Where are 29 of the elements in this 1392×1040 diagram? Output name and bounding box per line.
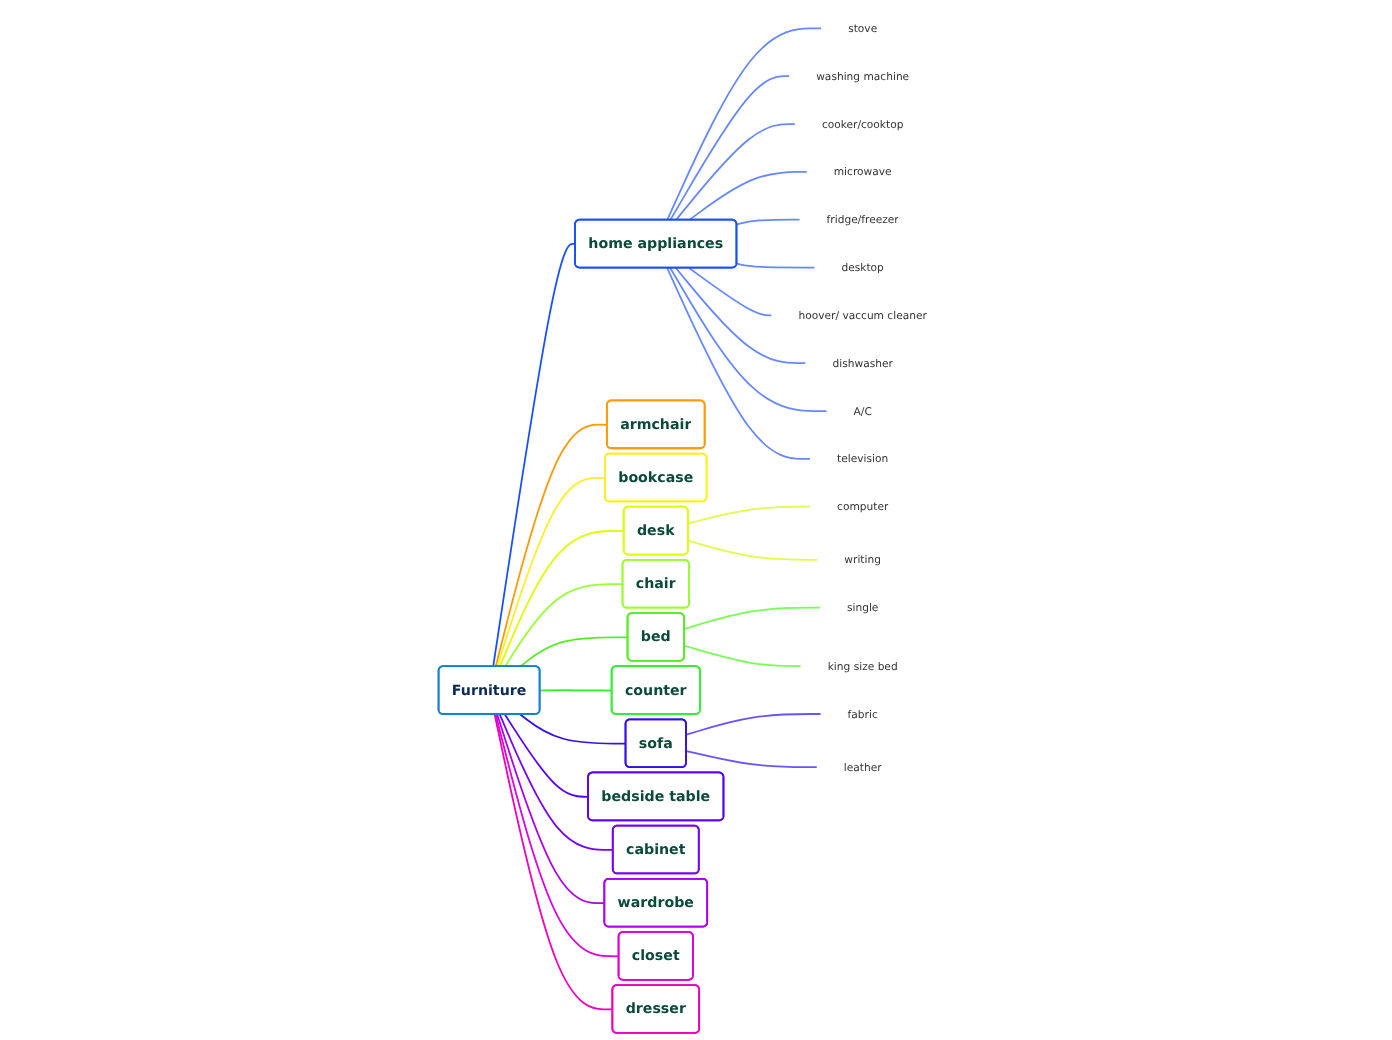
connector	[519, 713, 627, 745]
connector	[666, 267, 812, 460]
connector	[675, 267, 807, 365]
connector	[496, 713, 606, 904]
connector	[498, 530, 625, 668]
connector	[666, 27, 823, 222]
connector	[504, 583, 624, 668]
connector	[493, 713, 614, 1011]
connector	[688, 267, 773, 317]
connector	[519, 636, 629, 668]
connector	[687, 505, 812, 525]
connector	[669, 267, 828, 412]
connector	[494, 423, 609, 668]
connector	[685, 750, 819, 769]
connector	[688, 170, 809, 222]
connector	[494, 713, 620, 958]
connector	[504, 713, 590, 798]
connector	[496, 476, 607, 668]
connector	[669, 75, 791, 222]
connector	[736, 262, 816, 269]
connector	[683, 606, 822, 630]
connector	[687, 539, 819, 561]
connector	[675, 123, 797, 222]
connector	[683, 644, 802, 668]
connector	[492, 243, 577, 668]
connector	[685, 713, 822, 736]
connector	[736, 218, 801, 226]
connector	[498, 713, 615, 851]
connector	[539, 689, 613, 692]
